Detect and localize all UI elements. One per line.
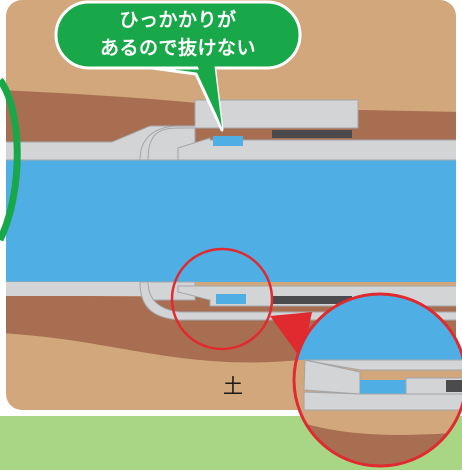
socket-wall-top [139, 99, 359, 161]
highlight-circle [170, 247, 274, 351]
callout-line-1: ひっかかりが [119, 9, 237, 31]
callout-line-2: あるので抜けない [99, 37, 256, 59]
soil-label: 土 [223, 374, 243, 398]
zoom-circle-outline [292, 292, 462, 468]
callout-text: ひっかかりが あるので抜けない [56, 6, 300, 62]
left-callout-arc [0, 77, 21, 242]
spigot-wall-top [177, 137, 456, 161]
lock-ring-top [213, 136, 243, 146]
water-channel [6, 160, 456, 282]
lock-ring-bottom [216, 294, 246, 304]
pipe-wall-bottom-left [6, 282, 150, 296]
gasket-bottom [272, 296, 352, 304]
speech-bubble [54, 0, 302, 132]
gasket-top [272, 130, 352, 138]
